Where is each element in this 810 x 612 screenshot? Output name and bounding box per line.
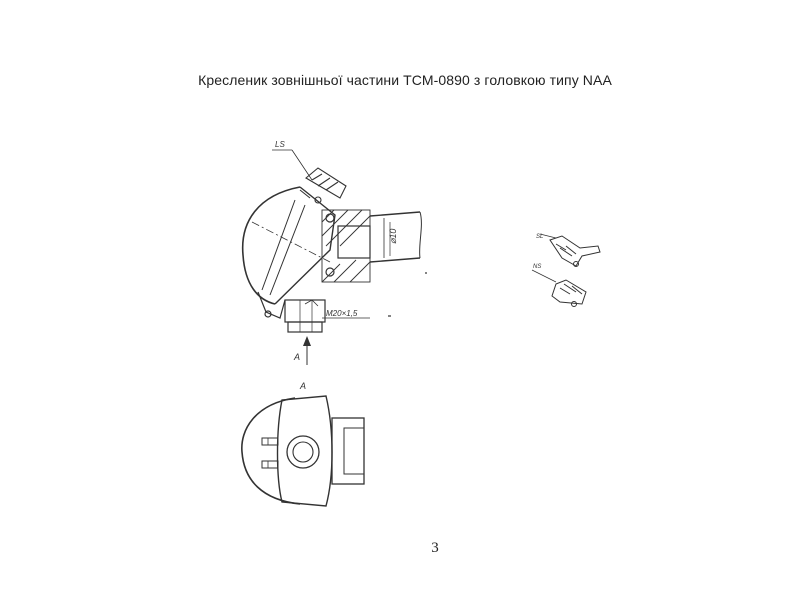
- detail-one: SL: [536, 233, 601, 267]
- view-a-boss-outer: [286, 435, 320, 469]
- diameter-label: ⌀10: [388, 229, 398, 244]
- view-a-cover: [276, 395, 333, 507]
- detail-two: NS: [531, 264, 587, 307]
- top-clamp: [299, 167, 347, 204]
- detail-one-label: SL: [536, 234, 543, 240]
- bolt-bottom: [325, 267, 335, 277]
- head-dome: [241, 186, 301, 305]
- detail-two-label: NS: [533, 264, 541, 270]
- callout-label: LS: [275, 140, 285, 149]
- bolt-top: [325, 213, 335, 223]
- view-a: A: [241, 381, 365, 507]
- view-a-fastener-bottom: [261, 460, 279, 469]
- stem: [369, 211, 422, 263]
- lid-edge: [274, 186, 336, 305]
- view-arrow-label: A: [293, 352, 300, 362]
- center-line: [251, 221, 331, 263]
- view-a-fastener-top: [261, 437, 279, 446]
- view-arrow: A: [293, 336, 311, 365]
- page-number: 3: [431, 540, 439, 556]
- page-title: Кресленик зовнішньої частини ТСМ-0890 з …: [198, 72, 612, 88]
- side-view: ⌀10 LS M20×1,5 A: [241, 140, 427, 365]
- view-title: A: [299, 381, 306, 391]
- view-a-dome: [241, 397, 301, 505]
- view-a-boss-inner: [292, 441, 314, 463]
- cable-gland: [257, 291, 326, 333]
- lid-edge-inner: [261, 199, 306, 296]
- thread-label: M20×1,5: [326, 309, 358, 318]
- hatched-section: [321, 209, 371, 283]
